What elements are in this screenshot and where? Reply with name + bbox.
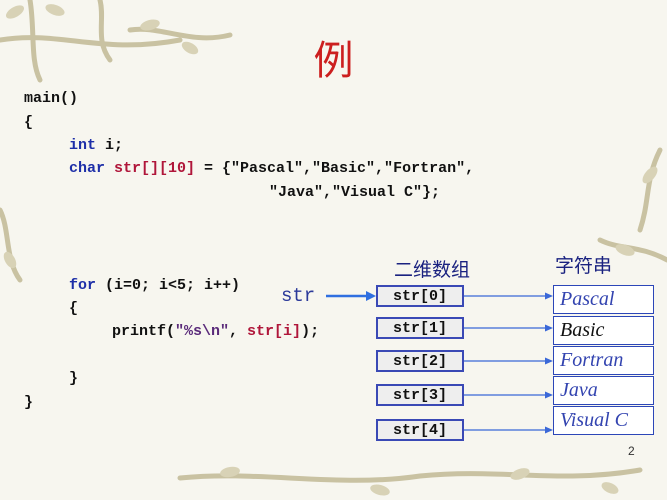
string-box-basic: Basic xyxy=(553,316,654,345)
code-variable: str[][10] xyxy=(105,160,196,177)
code-line-main: main() xyxy=(24,90,79,107)
code-line-for-close: } xyxy=(69,370,79,387)
keyword-int: int xyxy=(69,137,97,154)
code-string: "%s\n" xyxy=(175,323,230,340)
code-line-int-decl: int i; xyxy=(69,137,123,154)
page-number: 2 xyxy=(628,444,635,458)
slide-title: 例 xyxy=(313,38,354,84)
string-box-pascal: Pascal xyxy=(553,285,654,314)
code-line-for-brace: { xyxy=(69,300,79,317)
code-fn: printf( xyxy=(112,323,176,340)
branch-decoration xyxy=(0,0,667,483)
label-2d-array: 二维数组 xyxy=(394,259,471,281)
keyword-char: char xyxy=(69,160,106,177)
code-arg: str[i] xyxy=(247,323,302,340)
array-cell-4: str[4] xyxy=(376,419,464,441)
code-text: ); xyxy=(301,323,320,340)
pointer-arrowhead xyxy=(366,291,376,301)
array-cell-3: str[3] xyxy=(376,384,464,406)
pointer-label: str xyxy=(281,285,316,307)
code-line-printf: printf("%s\n", str[i]); xyxy=(112,323,319,340)
code-text: = {"Pascal","Basic","Fortran", xyxy=(195,160,475,177)
array-cell-0: str[0] xyxy=(376,285,464,307)
code-line-open-brace: { xyxy=(24,114,34,131)
code-text: , xyxy=(229,323,248,340)
array-cell-1: str[1] xyxy=(376,317,464,339)
label-string: 字符串 xyxy=(555,255,613,277)
code-line-close-brace: } xyxy=(24,394,34,411)
string-box-visual-c: Visual C xyxy=(553,406,654,435)
diagram-arrows xyxy=(326,291,553,434)
code-text: (i=0; i<5; i++) xyxy=(96,277,241,294)
code-line-char-decl: char str[][10] = {"Pascal","Basic","Fort… xyxy=(69,160,474,177)
code-line-for: for (i=0; i<5; i++) xyxy=(69,277,240,294)
string-box-java: Java xyxy=(553,376,654,405)
code-text: i; xyxy=(96,137,124,154)
keyword-for: for xyxy=(69,277,97,294)
array-cell-2: str[2] xyxy=(376,350,464,372)
code-line-init-cont: "Java","Visual C"}; xyxy=(269,184,441,201)
string-box-fortran: Fortran xyxy=(553,346,654,375)
